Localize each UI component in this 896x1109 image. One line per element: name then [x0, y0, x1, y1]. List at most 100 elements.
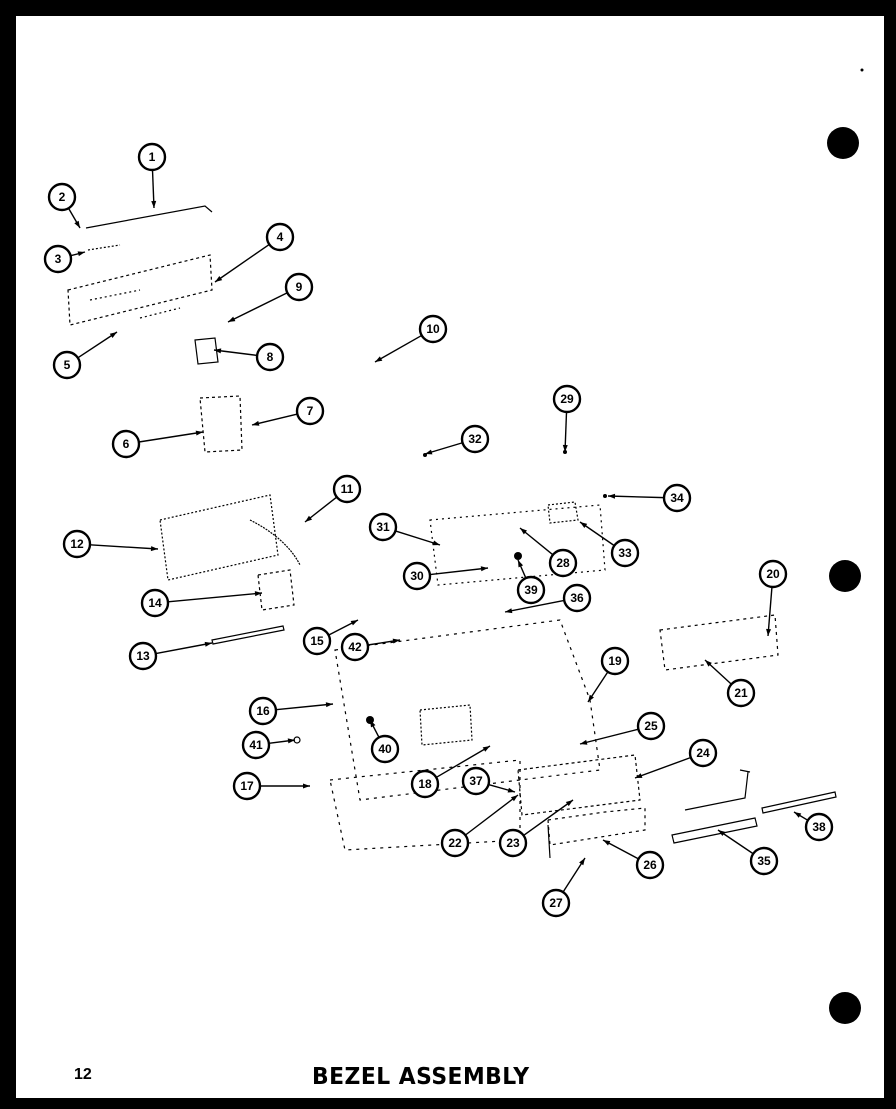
callout-circle-22 [440, 828, 470, 858]
leader-arrow-36 [505, 608, 513, 614]
callout-label-31: 31 [376, 520, 390, 534]
leader-arrow-37 [507, 787, 515, 793]
callout-8: 8 [255, 342, 285, 372]
callout-18: 18 [410, 769, 440, 799]
callout-circle-7 [295, 396, 325, 426]
callout-label-13: 13 [136, 649, 150, 663]
callout-circle-21 [726, 678, 756, 708]
leader-arrow-23 [565, 800, 573, 807]
callout-1: 1 [137, 142, 167, 172]
callout-29: 29 [552, 384, 582, 414]
callout-circle-34 [662, 483, 692, 513]
leader-line-31 [395, 530, 441, 546]
callout-circle-12 [62, 529, 92, 559]
leader-arrow-35 [718, 830, 726, 836]
callout-label-28: 28 [556, 556, 570, 570]
leader-arrow-32 [425, 449, 433, 455]
callout-circle-5 [52, 350, 82, 380]
callout-label-15: 15 [310, 634, 324, 648]
leader-arrow-25 [580, 739, 588, 745]
callout-26: 26 [635, 850, 665, 880]
callout-16: 16 [248, 696, 278, 726]
callout-circle-8 [255, 342, 285, 372]
leader-line-34 [607, 495, 665, 499]
leader-arrow-1 [151, 200, 157, 208]
callout-5: 5 [52, 350, 82, 380]
leader-line-12 [89, 544, 159, 550]
callout-circle-14 [140, 588, 170, 618]
callout-circle-35 [749, 846, 779, 876]
callout-28: 28 [548, 548, 578, 578]
callout-15: 15 [302, 626, 332, 656]
callout-circle-31 [368, 512, 398, 542]
callout-9: 9 [284, 272, 314, 302]
leader-arrow-18 [482, 746, 490, 752]
callout-32: 32 [460, 424, 490, 454]
callout-circle-33 [610, 538, 640, 568]
callout-label-29: 29 [560, 392, 574, 406]
callout-label-34: 34 [670, 491, 684, 505]
callout-label-40: 40 [378, 742, 392, 756]
leader-arrow-20 [766, 628, 772, 636]
callout-label-17: 17 [240, 779, 254, 793]
callout-circle-42 [340, 632, 370, 662]
callout-label-33: 33 [618, 546, 632, 560]
leader-line-10 [374, 334, 423, 363]
leader-arrow-42 [392, 638, 400, 644]
callout-13: 13 [128, 641, 158, 671]
callout-circle-9 [284, 272, 314, 302]
leader-line-20 [767, 586, 773, 637]
leader-arrow-11 [305, 515, 313, 522]
callout-label-12: 12 [70, 537, 84, 551]
callout-34: 34 [662, 483, 692, 513]
callout-label-32: 32 [468, 432, 482, 446]
callout-35: 35 [749, 846, 779, 876]
callout-10: 10 [418, 314, 448, 344]
callout-24: 24 [688, 738, 718, 768]
callout-circle-32 [460, 424, 490, 454]
callout-label-19: 19 [608, 654, 622, 668]
callout-6: 6 [111, 429, 141, 459]
callout-11: 11 [332, 474, 362, 504]
callout-circle-26 [635, 850, 665, 880]
callout-7: 7 [295, 396, 325, 426]
leader-arrow-21 [705, 660, 712, 667]
drawing-sheet [16, 16, 884, 1098]
callout-30: 30 [402, 561, 432, 591]
leader-arrow-14 [254, 591, 262, 597]
callout-circle-25 [636, 711, 666, 741]
callout-label-14: 14 [148, 596, 162, 610]
leader-line-5 [77, 331, 118, 359]
leader-arrow-2 [74, 220, 80, 228]
leader-line-24 [634, 756, 692, 779]
callout-circle-29 [552, 384, 582, 414]
callout-39: 39 [516, 575, 546, 605]
callout-label-18: 18 [418, 777, 432, 791]
callout-21: 21 [726, 678, 756, 708]
leader-line-9 [227, 292, 288, 323]
callout-label-8: 8 [267, 350, 274, 364]
callout-circle-40 [370, 734, 400, 764]
callout-23: 23 [498, 828, 528, 858]
leader-arrow-29 [562, 444, 568, 452]
leader-arrow-38 [794, 812, 802, 818]
leader-line-36 [504, 599, 565, 613]
leader-line-28 [519, 527, 554, 556]
leader-arrow-24 [635, 773, 643, 778]
diagram-title: BEZEL ASSEMBLY [312, 1064, 530, 1090]
callout-label-35: 35 [757, 854, 771, 868]
callout-circle-2 [47, 182, 77, 212]
callout-40: 40 [370, 734, 400, 764]
leader-arrow-27 [579, 858, 585, 866]
leader-line-16 [275, 703, 334, 711]
callout-circle-11 [332, 474, 362, 504]
leader-line-6 [138, 431, 204, 443]
leader-arrow-33 [580, 522, 588, 529]
leader-arrow-10 [375, 356, 383, 362]
callout-circle-10 [418, 314, 448, 344]
callout-label-6: 6 [123, 437, 130, 451]
leader-line-14 [167, 592, 263, 603]
callout-circle-19 [600, 646, 630, 676]
callout-3: 3 [43, 244, 73, 274]
